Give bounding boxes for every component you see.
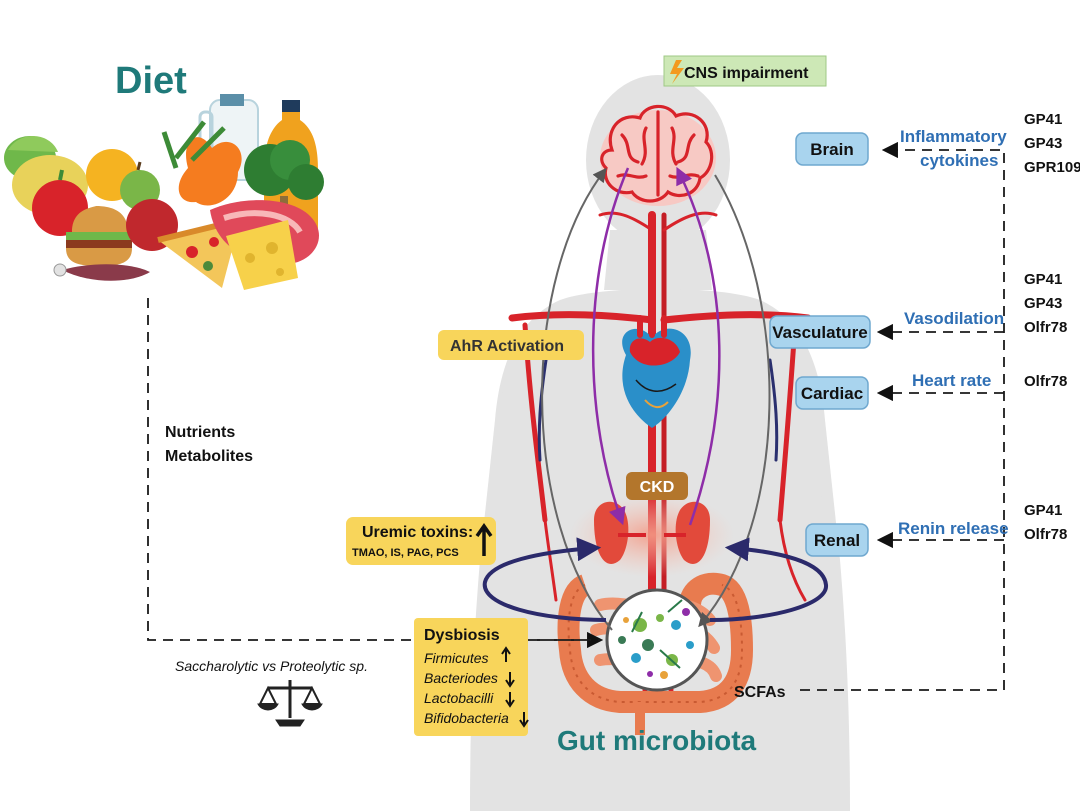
kidney-gut-loop [482,537,828,622]
gut-microbiota-title: Gut microbiota [557,725,757,756]
up-arrow-icon [501,646,511,662]
organ-renal-label: Renal [814,531,860,550]
uremic-toxins-list: TMAO, IS, PAG, PCS [352,547,459,559]
dysbiosis-box: Dysbiosis Firmicutes Bacteriodes Lactoba… [414,618,529,736]
organ-box-brain: Brain [795,132,869,166]
balance-scale-icon [257,680,323,727]
saccharolytic-label: Saccharolytic vs Proteolytic sp. [175,658,368,674]
kidney-illustration [570,493,734,577]
receptor-brain-1: GP43 [1024,135,1062,152]
heart-illustration [622,311,691,428]
dysbiosis-item-lactobacilli: Lactobacilli [424,690,494,706]
effect-renin-release: Renin release [898,519,1009,538]
effect-heart-rate: Heart rate [912,371,991,390]
nutrients-label: Nutrients [165,424,235,441]
dysbiosis-item-bacteriodes: Bacteriodes [424,670,498,686]
down-arrow-icon [505,692,515,708]
effect-vasodilation: Vasodilation [904,309,1004,328]
down-arrow-icon [519,712,529,728]
ahr-activation-label: AhR Activation [450,338,564,355]
down-arrow-icon [505,672,515,688]
organ-cardiac-label: Cardiac [801,384,863,403]
ckd-badge: CKD [626,472,688,500]
uremic-toxins-box: Uremic toxins: TMAO, IS, PAG, PCS [346,517,496,565]
effect-inflammatory-line1: Inflammatory [900,127,1007,146]
receptor-brain-0: GP41 [1024,111,1062,128]
diet-title: Diet [115,60,187,102]
receptor-renal-0: GP41 [1024,502,1062,519]
receptor-brain-2: GPR109A [1024,159,1080,176]
receptor-vasculature-2: Olfr78 [1024,319,1067,336]
ahr-activation-badge: AhR Activation [438,330,584,360]
uremic-toxins-title: Uremic toxins: [362,524,473,541]
scfas-label: SCFAs [734,684,786,701]
organ-brain-label: Brain [810,140,853,159]
lightning-icon [670,60,684,84]
effect-inflammatory-line2: cytokines [920,151,998,170]
organ-vasculature-label: Vasculature [772,323,867,342]
dysbiosis-title: Dysbiosis [424,627,500,644]
receptor-vasculature-1: GP43 [1024,295,1062,312]
organ-box-renal: Renal [805,523,869,557]
dysbiosis-item-firmicutes: Firmicutes [424,650,489,666]
cns-impairment-label: CNS impairment [684,65,809,82]
receptor-renal-1: Olfr78 [1024,526,1067,543]
organ-box-cardiac: Cardiac [795,376,869,410]
organ-box-vasculature: Vasculature [769,315,871,349]
ckd-label: CKD [640,479,675,496]
dysbiosis-item-bifidobacteria: Bifidobacteria [424,710,509,726]
receptor-vasculature-0: GP41 [1024,271,1062,288]
receptor-cardiac-0: Olfr78 [1024,373,1067,390]
diet-food-illustration [4,94,324,290]
gut-brain-axis-arrows [541,166,771,631]
up-arrow-icon [475,522,493,556]
dashed-connectors [147,141,1005,691]
vein-network [537,358,779,462]
cns-impairment-badge: CNS impairment [663,55,827,87]
metabolites-label: Metabolites [165,448,253,465]
microbiota-circle [605,588,709,692]
